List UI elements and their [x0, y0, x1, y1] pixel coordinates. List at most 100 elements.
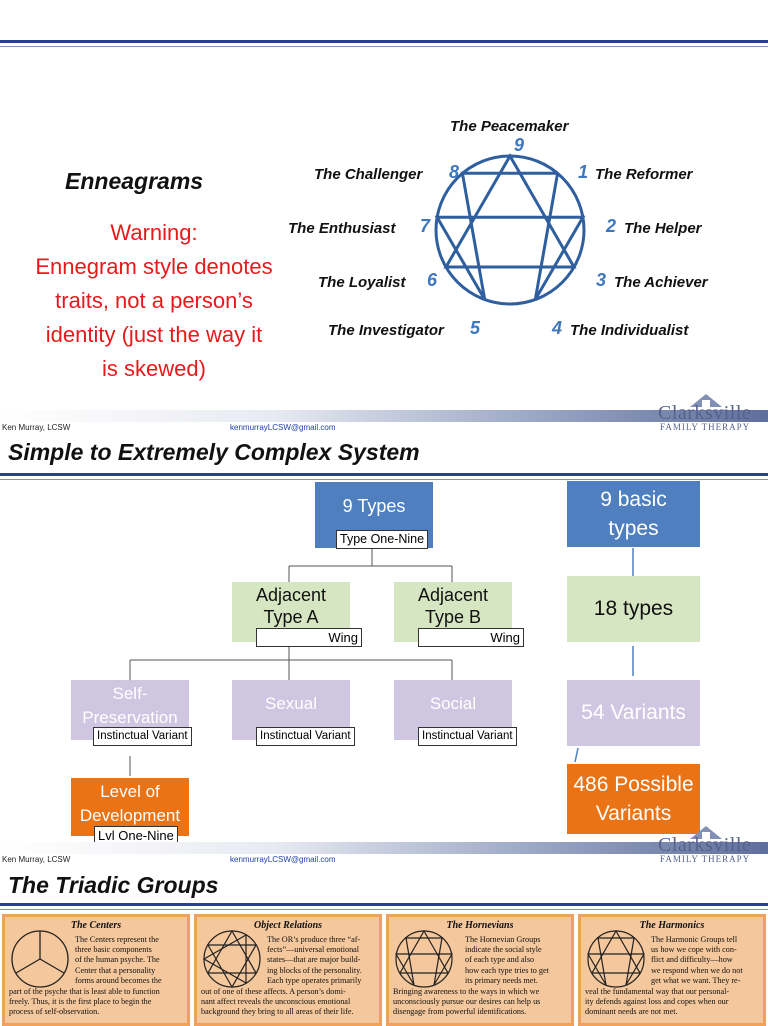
slide2-logo-sub: FAMILY THERAPY: [660, 854, 751, 864]
panel-hornevians-foot: Bringing awareness to the ways in which …: [393, 987, 571, 1018]
object-relations-body-line: The OR’s produce three “af-: [267, 935, 361, 944]
slide1-title: Enneagrams: [65, 168, 204, 194]
tag-type-one-nine: Type One-Nine: [336, 530, 429, 549]
centers-body-line: Center that a personality: [75, 965, 156, 975]
slide1-logo: Clarksville: [658, 402, 752, 424]
ennea-number-4: 4: [552, 318, 563, 338]
centers-foot-line: process of self-observation.: [9, 1007, 100, 1017]
centers-foot-line: freely. Thus, it is the first place to b…: [9, 997, 152, 1007]
warning-line-3: identity (just the way it: [45, 322, 263, 347]
hornevians-body-line: how each type tries to get: [465, 965, 549, 975]
enneagram-figure: [434, 152, 586, 306]
slide2-logo-house-icon: [690, 826, 722, 839]
harmonics-body-line: The Harmonic Groups tell: [651, 935, 738, 944]
centers-body-line: three basic components: [75, 945, 152, 955]
harmonics-body-line: get what we want. They re-: [651, 975, 741, 985]
warning-title: Warning:: [110, 220, 198, 245]
adjacent-a-line-2: Type A: [263, 607, 319, 627]
tag-wing-a: Wing: [256, 628, 362, 647]
ennea-label-6: The Loyalist: [318, 274, 406, 291]
slide2-logo: Clarksville: [658, 834, 752, 856]
adjacent-b-line-2: Type B: [424, 607, 482, 627]
centers-body-line: forms around becomes the: [75, 975, 162, 985]
panel-the-centers: The Centers The Centers represent the th…: [2, 914, 190, 1026]
slide3-title: The Triadic Groups: [8, 872, 219, 898]
ennea-number-1: 1: [578, 162, 589, 182]
centers-body-line: The Centers represent the: [75, 935, 159, 944]
object-relations-foot-line: background they bring to all areas of th…: [201, 1007, 354, 1017]
hornevians-body-line: The Hornevian Groups: [465, 935, 541, 944]
slide1-top-rule-thin: [0, 46, 768, 47]
panel-object-relations-foot: out of one of these affects. A person’s …: [201, 987, 379, 1018]
tag-instinctual-variant-3: Instinctual Variant: [418, 727, 517, 746]
slide1-logo-sub: FAMILY THERAPY: [660, 422, 751, 432]
warning-line-4: is skewed): [102, 356, 206, 381]
slide2-footer-bar: [0, 842, 768, 854]
ennea-label-1: The Reformer: [595, 166, 693, 183]
slide2-top-rule: [0, 473, 768, 476]
slide1-footer-email: kenmurrayLCSW@gmail.com: [230, 423, 336, 432]
slide1-logo-house-icon: [690, 394, 722, 407]
ennea-label-7: The Enthusiast: [288, 220, 396, 237]
tag-wing-b: Wing: [418, 628, 524, 647]
ennea-number-6: 6: [427, 270, 438, 290]
ennea-number-9: 9: [514, 135, 525, 155]
panel-centers-title: The Centers: [70, 920, 122, 931]
level-line-2: Development: [79, 806, 181, 825]
slide3-top-rule-thin: [0, 909, 768, 910]
ennea-number-2: 2: [606, 216, 617, 236]
slide3-top-rule: [0, 903, 768, 906]
harmonics-body-line: us how we cope with con-: [651, 945, 737, 955]
self-preservation-line-1: Self-: [112, 684, 148, 703]
warning-line-2: traits, not a person’s: [55, 288, 253, 313]
ennea-label-5: The Investigator: [328, 322, 444, 339]
possible-line-1: 486 Possible: [573, 773, 694, 796]
slide1-footer-bar: [0, 410, 768, 422]
fifty-four-label: 54 Variants: [581, 701, 686, 724]
ennea-label-9: The Peacemaker: [450, 118, 569, 135]
ennea-number-7: 7: [420, 216, 431, 236]
eighteen-types-label: 18 types: [593, 597, 674, 620]
panel-object-relations: Object Relations The OR’s produce three …: [194, 914, 382, 1026]
hornevians-body-line: its primary needs met.: [465, 975, 538, 985]
slide1-footer-author: Ken Murray, LCSW: [2, 423, 71, 432]
warning-line-1: Ennegram style denotes: [35, 254, 273, 279]
social-label: Social: [429, 694, 477, 713]
ennea-label-8: The Challenger: [314, 166, 423, 183]
ennea-label-3: The Achiever: [614, 274, 708, 291]
hornevians-foot-line: unconsciously pursue our desires can hel…: [393, 997, 541, 1007]
box-54-variants: 54 Variants: [567, 680, 700, 746]
ennea-label-4: The Individualist: [570, 322, 689, 339]
panel-hornevians-body: The Hornevian Groups indicate the social…: [465, 935, 571, 986]
ennea-label-2: The Helper: [624, 220, 702, 237]
slide1-top-rule: [0, 40, 768, 43]
ennea-number-8: 8: [449, 162, 460, 182]
basic-types-line-2: types: [608, 517, 659, 540]
slide2-footer-author: Ken Murray, LCSW: [2, 855, 71, 864]
panel-object-relations-body: The OR’s produce three “af- fects”—unive…: [267, 935, 379, 986]
hierarchy-connectors: [129, 548, 634, 776]
hornevians-body-line: indicate the social style: [465, 945, 542, 955]
box-18-types: 18 types: [567, 576, 700, 642]
harmonics-foot-line: veal the fundamental way that our person…: [585, 987, 730, 996]
slide2-top-rule-thin: [0, 479, 768, 480]
box-9-types-label: 9 Types: [342, 496, 406, 516]
possible-line-2: Variants: [595, 802, 672, 825]
tag-instinctual-variant-1: Instinctual Variant: [93, 727, 192, 746]
centers-diagram-icon: [11, 930, 69, 988]
panel-harmonics-body: The Harmonic Groups tell us how we cope …: [651, 935, 763, 986]
object-relations-body-line: states—that are major build-: [267, 955, 361, 965]
box-486-variants: 486 Possible Variants: [567, 764, 700, 834]
box-9-basic-types: 9 basic types: [567, 481, 700, 547]
slide2-title: Simple to Extremely Complex System: [8, 439, 420, 465]
hornevians-foot-line: disengage from powerful identifications.: [393, 1007, 527, 1017]
harmonics-diagram-icon: [586, 929, 646, 988]
ennea-number-5: 5: [470, 318, 481, 338]
warning-text: Warning: Ennegram style denotes traits, …: [4, 216, 304, 386]
object-relations-body-line: ing blocks of the personality.: [267, 965, 362, 975]
ennea-number-3: 3: [596, 270, 607, 290]
harmonics-foot-line: dominant needs are not met.: [585, 1007, 678, 1017]
centers-foot-line: part of the psyche that is least able to…: [9, 987, 160, 996]
adjacent-a-line-1: Adjacent: [255, 585, 327, 605]
object-relations-foot-line: nant affect reveals the unconscious emot…: [201, 997, 351, 1007]
